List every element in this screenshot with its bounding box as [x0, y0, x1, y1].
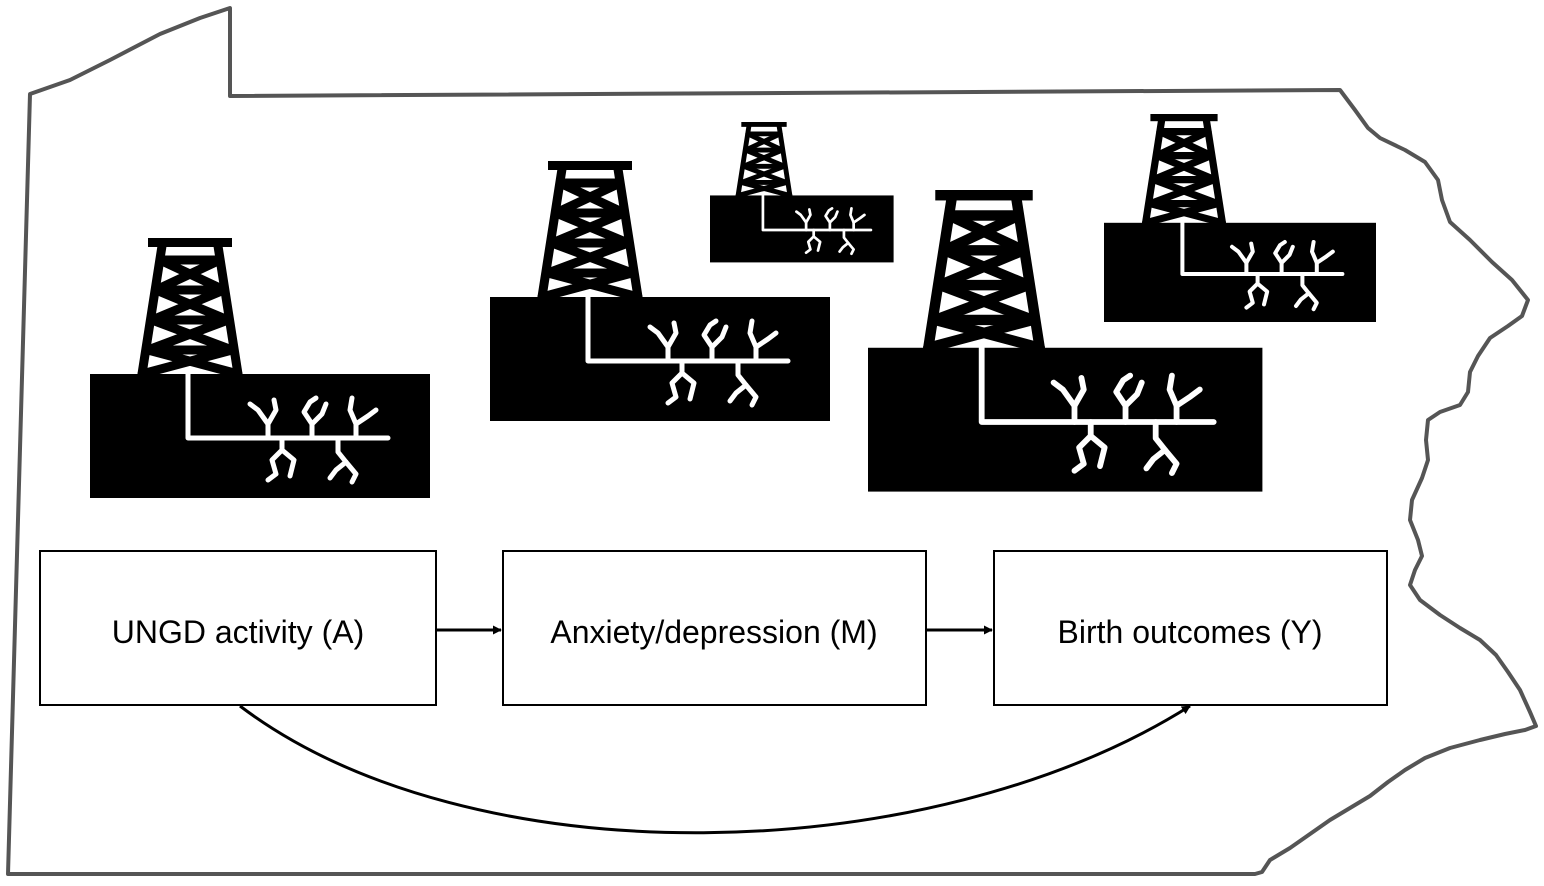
- gas-well-icon: [710, 122, 894, 262]
- node-label-m: Anxiety/depression (M): [550, 614, 877, 650]
- gas-well-icon: [1104, 114, 1376, 322]
- node-birth-outcomes: Birth outcomes (Y): [993, 550, 1388, 706]
- gas-well-icon: [90, 238, 430, 498]
- pennsylvania-outline: [6, 6, 1538, 876]
- node-anxiety-depression: Anxiety/depression (M): [502, 550, 927, 706]
- node-label-a: UNGD activity (A): [112, 614, 364, 650]
- edge-a-to-y: [239, 704, 1191, 835]
- node-ungd-activity: UNGD activity (A): [39, 550, 437, 706]
- node-label-y: Birth outcomes (Y): [1058, 614, 1323, 650]
